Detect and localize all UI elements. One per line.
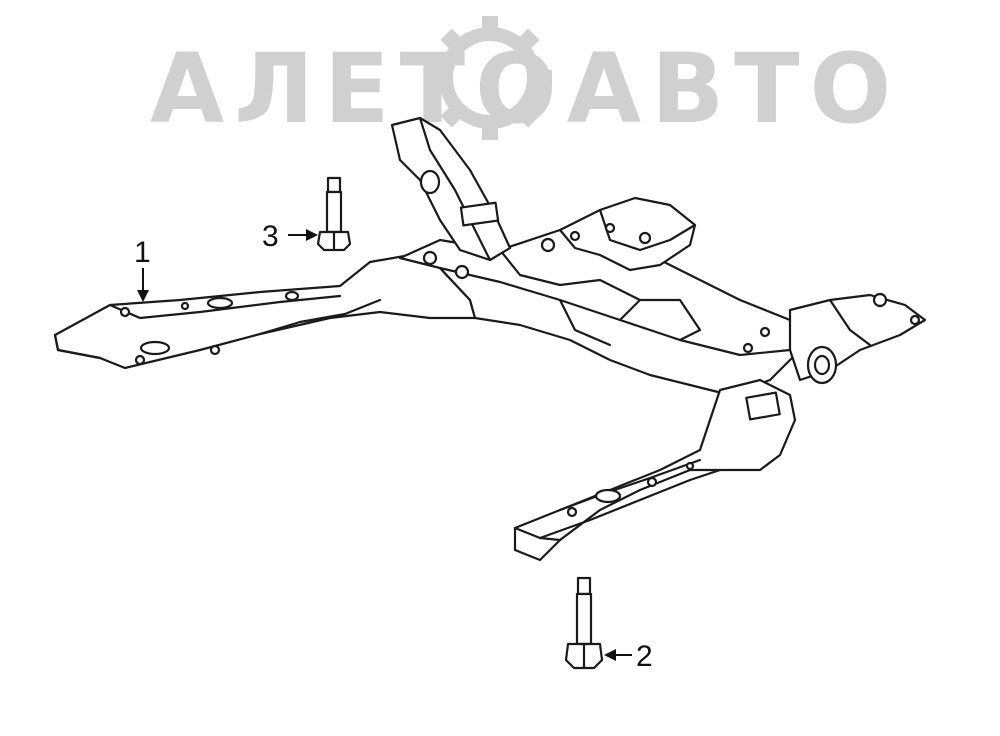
lower-bolt (564, 576, 604, 670)
watermark-logo: АЛЕТОАВТО (150, 16, 891, 145)
callout-1: 1 (134, 236, 151, 302)
gear-icon (428, 16, 552, 140)
arrow-right-icon (306, 229, 318, 241)
callout-label-3: 3 (262, 220, 279, 253)
arrow-down-icon (137, 290, 149, 302)
subframe-drawing (53, 116, 927, 562)
upper-bolt (316, 176, 352, 252)
callout-label-2: 2 (636, 640, 653, 673)
callout-3: 3 (262, 220, 318, 253)
callout-2: 2 (604, 640, 653, 673)
arrow-left-icon (604, 649, 616, 661)
callout-label-1: 1 (134, 236, 151, 269)
